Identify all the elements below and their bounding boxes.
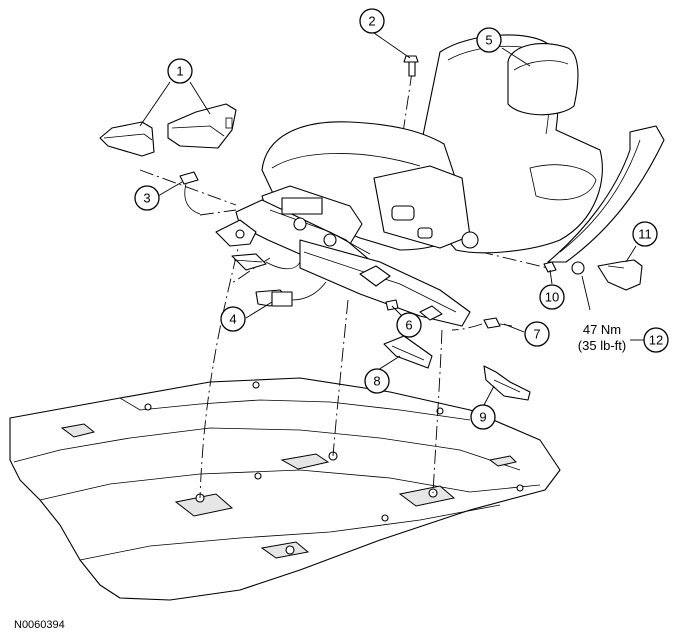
trim-piece-8	[383, 335, 433, 369]
anchor-10	[543, 261, 557, 273]
callout-6-label: 6	[405, 318, 412, 333]
callout-12-label: 12	[649, 333, 663, 348]
torque-spec-imperial: (35 lb-ft)	[578, 338, 626, 353]
callout-3-label: 3	[143, 191, 150, 206]
callout-1-label: 1	[176, 64, 183, 79]
callout-7: 7	[524, 321, 550, 347]
callout-4-label: 4	[229, 312, 236, 327]
callout-5-label: 5	[485, 33, 492, 48]
trim-cover-right	[167, 103, 237, 149]
bolt-7	[483, 317, 513, 329]
callout-5: 5	[476, 27, 502, 53]
callout-4: 4	[220, 306, 246, 332]
nut-and-cover-11	[571, 259, 643, 291]
callout-10-label: 10	[545, 290, 559, 305]
callout-11: 11	[632, 221, 658, 247]
callout-8: 8	[364, 368, 390, 394]
bolt-6	[385, 299, 399, 311]
leader-lines	[139, 32, 645, 406]
seat-assembly	[261, 34, 665, 263]
bolt-2	[403, 55, 419, 77]
torque-spec-metric: 47 Nm	[583, 322, 621, 337]
callout-1: 1	[167, 58, 193, 84]
callout-11-label: 11	[638, 227, 652, 242]
callout-9-label: 9	[479, 410, 486, 425]
seat-track-frame	[215, 185, 471, 327]
callout-6: 6	[396, 312, 422, 338]
trim-cover-left	[99, 121, 155, 157]
callout-8-label: 8	[373, 374, 380, 389]
callout-12: 12	[643, 327, 669, 353]
bolt-3	[179, 171, 201, 215]
callout-10: 10	[539, 284, 565, 310]
callout-3: 3	[134, 185, 160, 211]
trim-piece-9	[483, 365, 531, 401]
figure-id: N0060394	[14, 619, 65, 631]
callout-2-label: 2	[368, 14, 375, 29]
callout-7-label: 7	[533, 327, 540, 342]
callout-9: 9	[470, 404, 496, 430]
callout-2: 2	[359, 8, 385, 34]
wiring-connectors	[231, 253, 327, 307]
